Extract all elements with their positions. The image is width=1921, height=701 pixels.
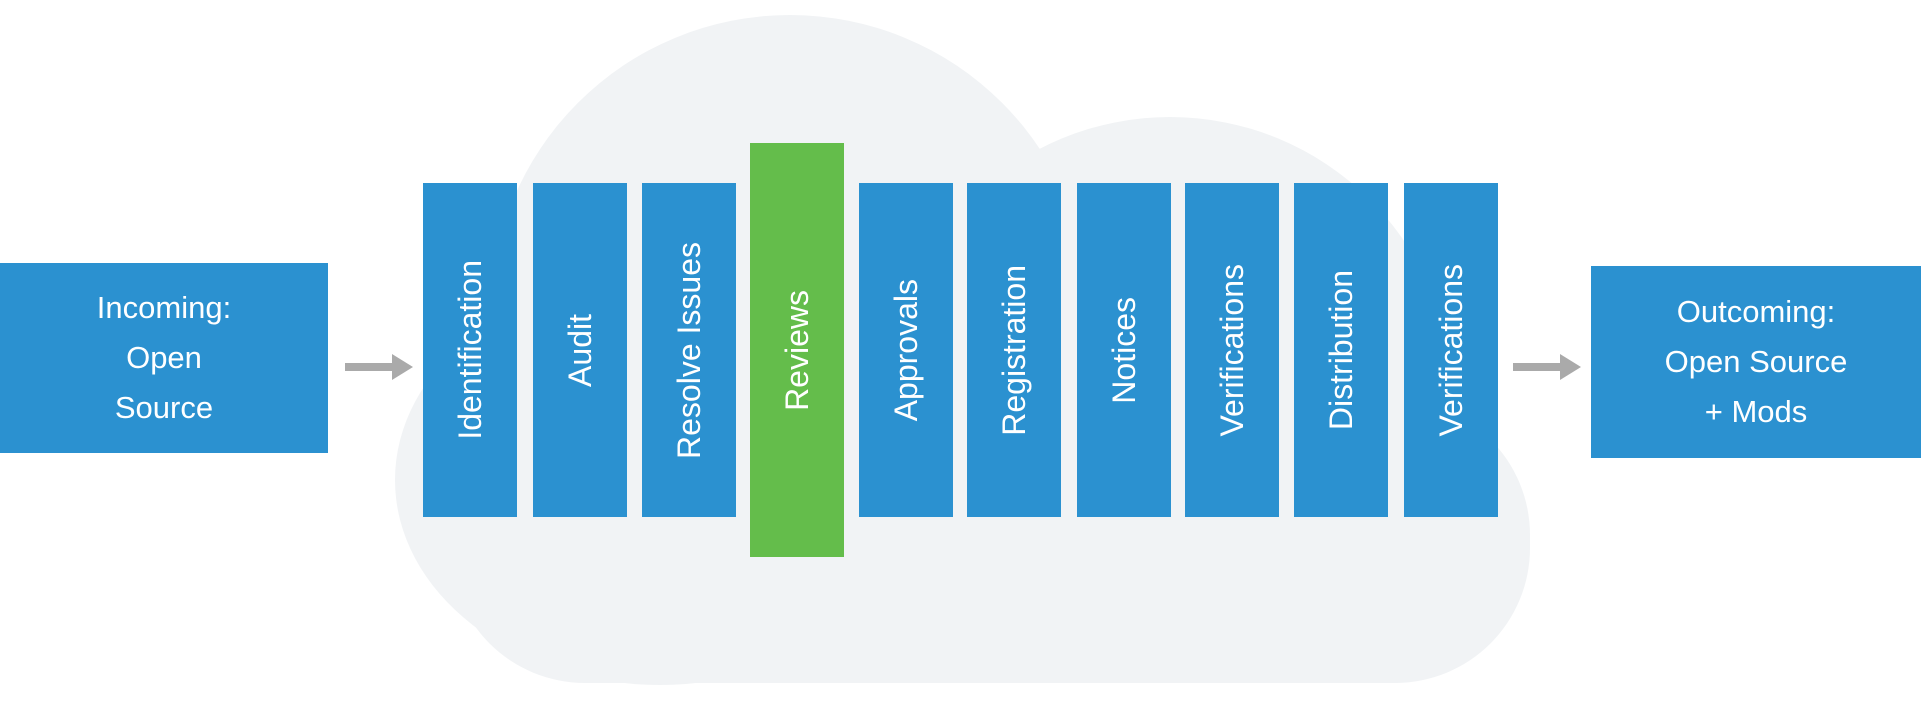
incoming-box-line3: Source — [114, 390, 214, 425]
stage-label: Reviews — [778, 289, 815, 411]
stage-bar-reviews: Reviews — [750, 143, 844, 557]
stage-label: Verifications — [1213, 263, 1250, 437]
stage-label: Distribution — [1322, 269, 1359, 431]
stage-bar-identification: Identification — [423, 183, 517, 517]
stage-label: Resolve Issues — [670, 241, 707, 459]
stage-bar-verifications-2: Verifications — [1404, 183, 1498, 517]
arrow-shaft — [345, 363, 393, 371]
arrow-head — [392, 354, 413, 380]
stage-label: Notices — [1105, 296, 1142, 404]
incoming-box-line2: Open — [126, 340, 202, 375]
stage-bar-approvals: Approvals — [859, 183, 953, 517]
arrow-shaft — [1513, 363, 1561, 371]
stage-bar-notices: Notices — [1077, 183, 1171, 517]
stage-bar-registration: Registration — [967, 183, 1061, 517]
stage-label: Verifications — [1432, 263, 1469, 437]
stage-bar-audit: Audit — [533, 183, 627, 517]
stage-label: Audit — [561, 313, 598, 387]
incoming-box: Incoming: Open Source — [0, 263, 328, 453]
outgoing-box-line2: Open Source — [1664, 344, 1848, 379]
outgoing-box: Outcoming: Open Source + Mods — [1591, 266, 1921, 458]
incoming-box-line1: Incoming: — [96, 290, 232, 325]
outgoing-box-line3: + Mods — [1704, 394, 1808, 429]
flow-arrow-left-icon — [345, 354, 413, 380]
outgoing-box-line1: Outcoming: — [1676, 294, 1836, 329]
stage-bar-resolve-issues: Resolve Issues — [642, 183, 736, 517]
flow-arrow-right-icon — [1513, 354, 1581, 380]
stage-label: Identification — [451, 260, 488, 440]
stage-bar-distribution: Distribution — [1294, 183, 1388, 517]
arrow-head — [1560, 354, 1581, 380]
stage-bar-verifications-1: Verifications — [1185, 183, 1279, 517]
stage-label: Registration — [995, 264, 1032, 436]
stage-label: Approvals — [887, 278, 924, 422]
